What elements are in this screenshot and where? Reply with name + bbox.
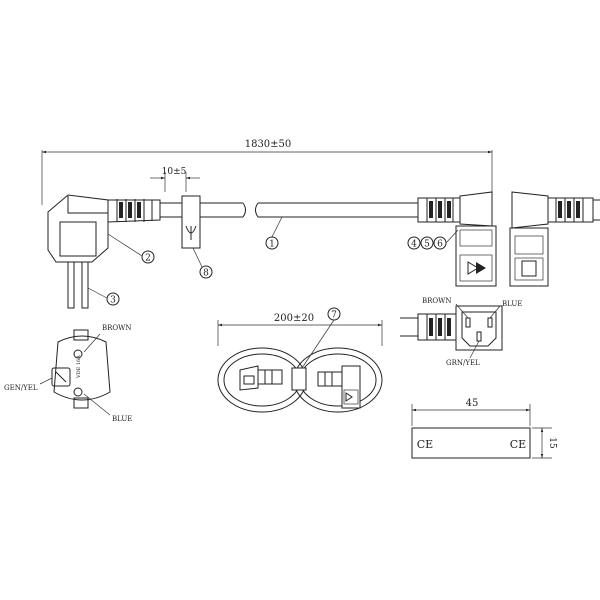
plug-face-view: VDE 16A bbox=[39, 329, 111, 416]
ce-label: 45 15 CE CE bbox=[411, 398, 557, 459]
overall-length-label: 1830±50 bbox=[245, 139, 292, 150]
label-length-label: 45 bbox=[466, 398, 479, 409]
cable-segment-left bbox=[160, 202, 246, 218]
conn-blue-label: BLUE bbox=[502, 300, 522, 308]
callout-6: 6 bbox=[433, 229, 459, 250]
conn-brown-label: BROWN bbox=[422, 297, 451, 305]
callout-2: 2 bbox=[107, 233, 155, 264]
svg-text:VDE 16A: VDE 16A bbox=[76, 355, 82, 379]
ce-mark-left: CE bbox=[417, 438, 433, 451]
bundle-length-dimension: 200±20 bbox=[217, 313, 383, 346]
plug-blue-label: BLUE bbox=[112, 415, 132, 423]
callout-5-label: 5 bbox=[424, 240, 430, 250]
bundle-length-label: 200±20 bbox=[274, 313, 314, 324]
connector-wiring-detail bbox=[400, 305, 503, 351]
callout-7: 7 bbox=[301, 307, 341, 369]
iec-connector-side-icon bbox=[417, 191, 497, 287]
schuko-plug-icon bbox=[47, 194, 161, 309]
callout-4: 4 bbox=[407, 236, 421, 250]
callout-4-label: 4 bbox=[411, 240, 417, 250]
callout-3: 3 bbox=[87, 287, 120, 306]
callout-8-label: 8 bbox=[203, 269, 209, 279]
cable-segment-main bbox=[255, 202, 420, 218]
iec-connector-front-icon bbox=[509, 191, 600, 287]
conn-grnyel-label: GRN/YEL bbox=[446, 359, 480, 367]
callout-1: 1 bbox=[265, 216, 283, 250]
plug-brown-label: BROWN bbox=[102, 324, 131, 332]
callout-3-label: 3 bbox=[110, 296, 116, 306]
overall-length-dimension: 1830±50 bbox=[41, 139, 493, 205]
callout-2-label: 2 bbox=[145, 254, 151, 264]
strip-length-dimension: 10±5 bbox=[150, 167, 200, 192]
callout-6-label: 6 bbox=[437, 240, 443, 250]
cable-clip-icon bbox=[181, 195, 201, 249]
callout-7-label: 7 bbox=[331, 311, 337, 321]
strip-length-label: 10±5 bbox=[162, 167, 187, 177]
callout-5: 5 bbox=[420, 236, 434, 250]
plug-genyel-label: GEN/YEL bbox=[4, 384, 38, 392]
bundled-cord-icon bbox=[217, 347, 383, 413]
callout-1-label: 1 bbox=[269, 240, 275, 250]
ce-mark-right: CE bbox=[510, 438, 526, 451]
label-height-label: 15 bbox=[547, 437, 557, 449]
callout-8: 8 bbox=[192, 247, 213, 279]
